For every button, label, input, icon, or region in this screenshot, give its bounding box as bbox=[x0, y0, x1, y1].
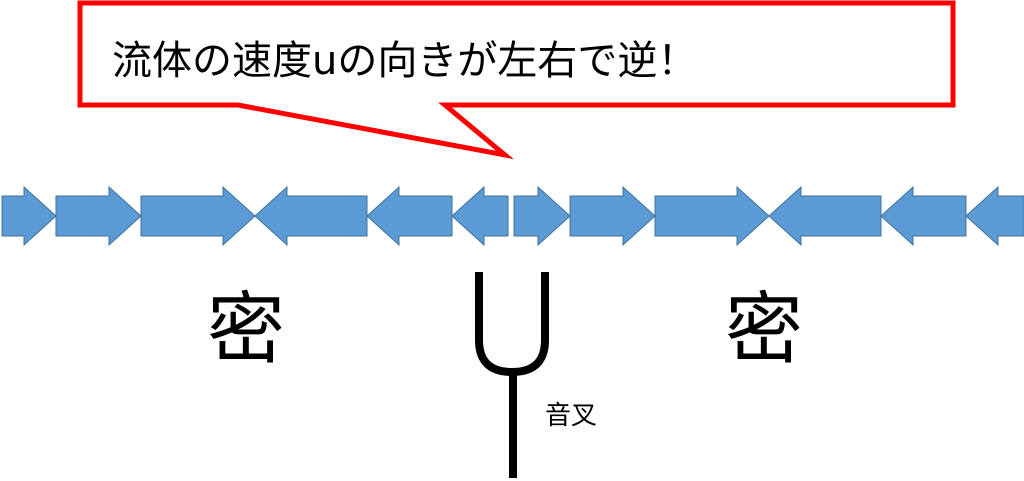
dense-label-left: 密 bbox=[207, 285, 285, 375]
flow-arrow-right-icon bbox=[654, 185, 770, 247]
flow-arrow-row bbox=[1, 185, 1024, 247]
flow-arrow-left-icon bbox=[965, 185, 1024, 247]
tuning-fork-label: 音叉 bbox=[545, 401, 597, 431]
flow-arrow-right-icon bbox=[513, 185, 571, 247]
flow-arrow-right-icon bbox=[569, 185, 656, 247]
callout-bubble bbox=[77, 0, 956, 160]
flow-arrow-left-icon bbox=[768, 185, 882, 247]
flow-arrow-right-icon bbox=[140, 185, 256, 247]
callout: 流体の速度uの向きが左右で逆！ bbox=[77, 0, 956, 160]
tuning-fork-icon bbox=[475, 272, 549, 478]
tuning-fork-prongs bbox=[475, 272, 549, 377]
flow-arrow-right-icon bbox=[55, 185, 142, 247]
callout-text: 流体の速度uの向きが左右で逆！ bbox=[112, 38, 697, 84]
dense-label-right: 密 bbox=[725, 285, 803, 375]
flow-arrow-left-icon bbox=[880, 185, 967, 247]
flow-arrow-left-icon bbox=[366, 185, 453, 247]
flow-arrow-left-icon bbox=[254, 185, 368, 247]
flow-arrow-left-icon bbox=[451, 185, 509, 247]
flow-arrow-right-icon bbox=[1, 185, 57, 247]
